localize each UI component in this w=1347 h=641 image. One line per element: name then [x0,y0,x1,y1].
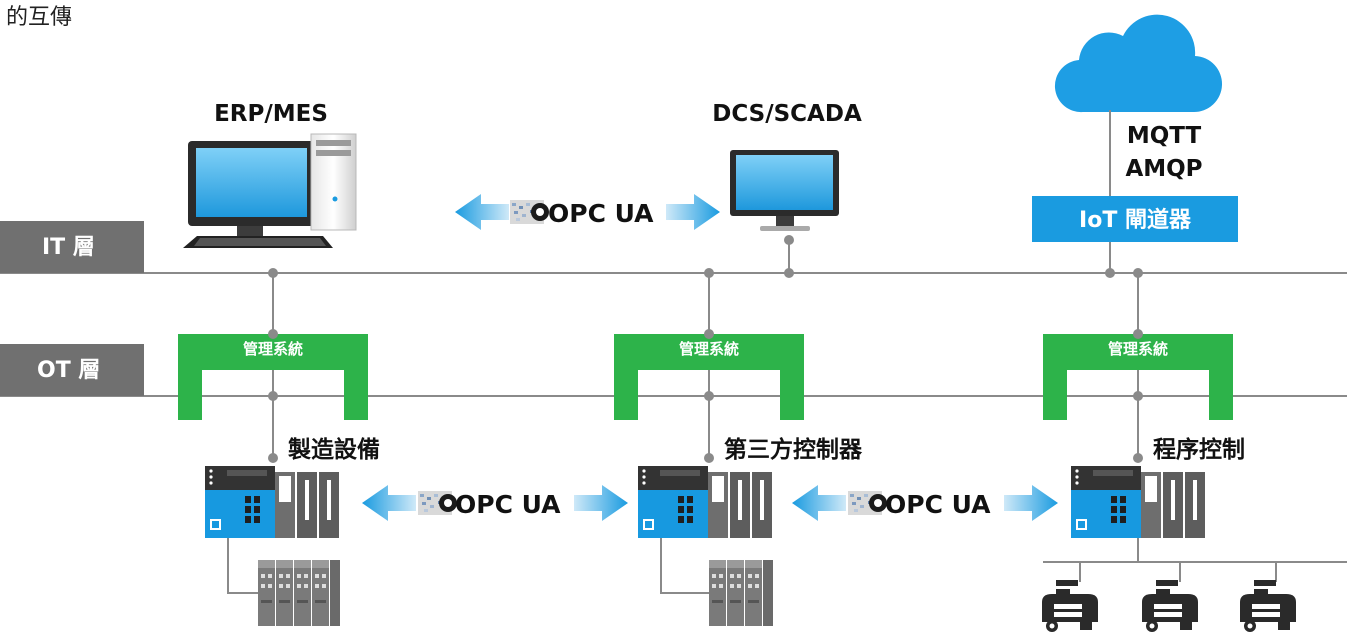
iot-gateway-label: IoT 閘道器 [1079,207,1192,233]
management-system-1: 管理系統 [178,334,368,420]
motor-icon-3 [1240,580,1296,632]
opc-ua-link-top: OPC UA [455,194,720,230]
motor-icon-1 [1042,580,1098,632]
management-label-2: 管理系統 [679,340,739,358]
dcs-scada-label: DCS/SCADA [712,101,862,127]
ot-layer-band [0,344,144,396]
opc-ua-link-bottom-right: OPC UA [792,485,1058,521]
it-layer-label: IT 層 [42,235,95,260]
caption-text: 的互傳 [6,5,72,30]
iot-gateway-box [1032,196,1238,242]
management-label-1: 管理系統 [243,340,303,358]
device-label-manufacturing: 製造設備 [287,436,380,463]
management-system-2: 管理系統 [614,334,804,420]
management-system-3: 管理系統 [1043,334,1233,420]
plc-controller-2 [637,465,774,539]
device-label-third-party: 第三方控制器 [724,436,863,463]
protocol-amqp: AMQP [1125,156,1202,182]
dcs-monitor-icon [730,150,839,231]
ot-layer-label: OT 層 [37,358,100,383]
protocol-mqtt: MQTT [1127,123,1202,149]
plc-controller-1 [204,465,341,539]
device-label-process: 程序控制 [1153,436,1245,463]
cloud-icon [1054,14,1223,113]
io-module-rack-2 [709,560,773,626]
it-layer-band [0,221,144,273]
opc-ua-label-bottom-right: OPC UA [885,490,991,519]
erp-computer-icon [183,133,357,248]
management-label-3: 管理系統 [1108,340,1168,358]
plc-controller-3 [1070,465,1207,539]
motor-icon-2 [1142,580,1198,632]
opc-ua-label-top: OPC UA [548,199,654,228]
opc-ua-label-bottom-left: OPC UA [455,490,561,519]
erp-mes-label: ERP/MES [214,101,328,127]
io-module-rack-1 [258,560,340,626]
opc-ua-link-bottom-left: OPC UA [362,485,628,521]
